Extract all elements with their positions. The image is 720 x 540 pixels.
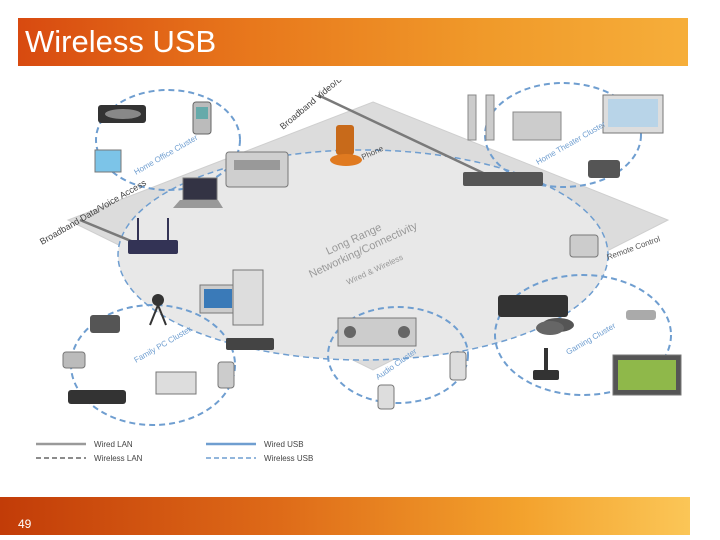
audio-ring [327,306,469,404]
scanner-device [226,338,274,350]
home-theater-ring [484,82,642,188]
home-office-ring [95,89,241,191]
dvd-device [98,105,146,123]
legend-wireless-lan: Wireless LAN [94,454,143,463]
mp3-device [217,361,235,389]
gamepad-device [536,321,564,335]
slide-number: 49 [18,517,32,531]
wired-line-video [317,93,499,182]
legend-wired-usb: Wired USB [264,440,304,449]
legend-wired-lan: Wired LAN [94,440,133,449]
router-device [463,172,543,186]
monitor-device [94,149,122,173]
tv-device [602,94,664,134]
legend-wireless-usb: Wireless USB [264,454,313,463]
pda-device [192,101,212,135]
flat-tv-device [612,354,682,396]
tripod-device [149,294,167,326]
desktop-pc-device [199,269,264,326]
laptop-device [173,177,223,208]
label-home-office: Home Office Cluster [133,133,200,177]
footer-bar: 49 [0,497,690,535]
camera-device [62,351,86,369]
ipod-device [449,351,467,381]
network-diagram: Broadband Video/Data Access Broadband Da… [36,80,682,463]
joystick-device [533,348,559,380]
inkjet-printer-device [155,371,197,395]
printer-device [225,151,289,188]
phone-device [330,125,362,166]
remote-device [569,234,599,258]
slide-title: Wireless USB [25,24,217,59]
legend: Wired LAN Wireless LAN Wired USB Wireles… [36,440,313,463]
gun-controller-device [626,310,656,320]
title-bar: Wireless USB [18,18,688,66]
camcorder-2-device [90,315,120,333]
stereo-device [337,317,417,347]
keyboard-device [68,390,126,404]
access-point-device [128,218,178,254]
label-family-pc: Family PC Cluster [133,325,194,365]
receiver-device [512,111,562,141]
speaker-tower-device [467,94,495,141]
mp3-2-device [377,384,395,410]
camcorder-device [588,160,620,178]
gaming-ring [494,274,672,396]
